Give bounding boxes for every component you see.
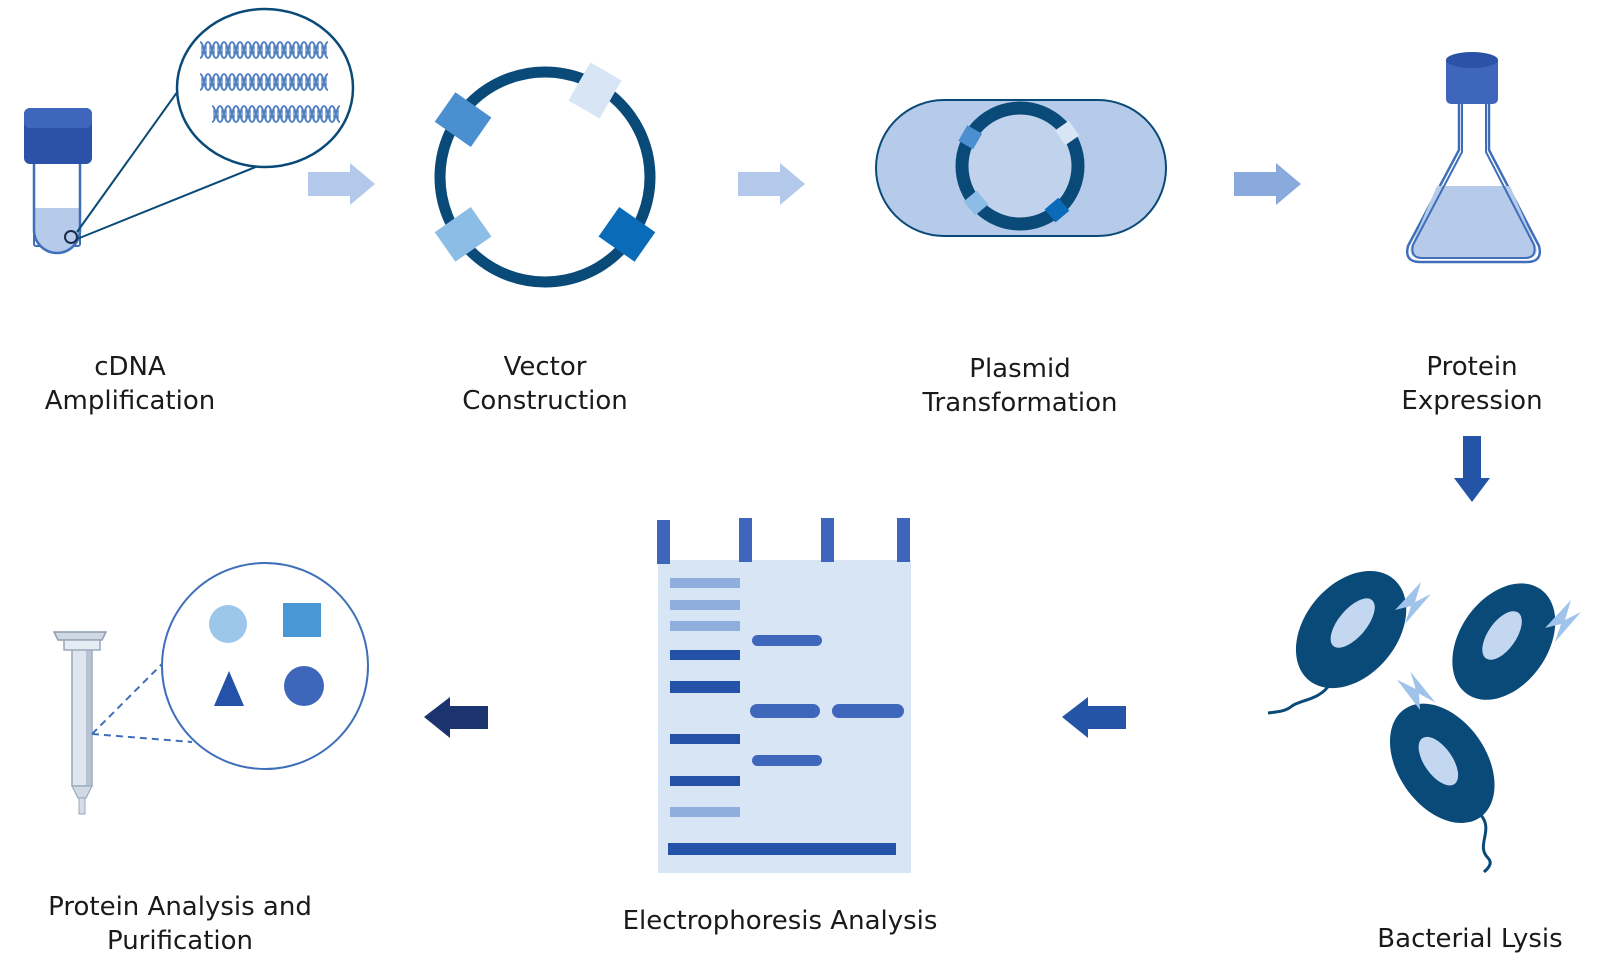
test-tube-icon — [24, 108, 92, 255]
gel-electrophoresis-icon — [657, 518, 911, 873]
arrow-left-icon — [424, 697, 488, 738]
zoom-line-bottom — [76, 161, 269, 240]
plasmid-vector-icon — [434, 62, 656, 288]
spin-column-icon — [52, 631, 108, 815]
step-label-vector-construction: Vector Construction — [435, 350, 655, 418]
flask-icon — [1406, 52, 1541, 264]
protein-shapes-icon — [161, 562, 369, 770]
step-label-bacterial-lysis: Bacterial Lysis — [1350, 922, 1590, 956]
step-label-line: Expression — [1401, 386, 1543, 416]
arrow-right-icon — [738, 163, 805, 205]
bacterium-plasmid-icon — [875, 99, 1167, 237]
step-label-line: Transformation — [922, 388, 1118, 418]
step-label-cdna-amplification: cDNA Amplification — [30, 350, 230, 418]
step-label-protein-expression: Protein Expression — [1362, 350, 1582, 418]
arrow-left-icon — [1062, 697, 1126, 738]
step-label-line: Protein — [1426, 352, 1518, 382]
arrow-right-icon — [1234, 163, 1301, 205]
dna-strands-icon — [175, 7, 355, 169]
arrow-down-icon — [1454, 436, 1490, 502]
step-label-line: Electrophoresis Analysis — [622, 906, 938, 936]
step-label-plasmid-transformation: Plasmid Transformation — [900, 352, 1140, 420]
step-label-protein-analysis-purification: Protein Analysis and Purification — [20, 890, 340, 958]
step-label-line: Construction — [462, 386, 628, 416]
zoom-line-top — [91, 663, 163, 735]
step-label-line: Purification — [106, 926, 254, 956]
step-label-line: cDNA — [94, 352, 166, 382]
step-label-line: Vector — [503, 352, 587, 382]
step-label-line: Plasmid — [969, 354, 1071, 384]
arrow-right-icon — [308, 163, 375, 205]
zoom-line-bottom — [91, 733, 193, 743]
step-label-line: Bacterial Lysis — [1377, 924, 1563, 954]
step-label-electrophoresis-analysis: Electrophoresis Analysis — [600, 904, 960, 938]
step-label-line: Amplification — [44, 386, 216, 416]
bacteria-lysis-icon — [1267, 571, 1581, 874]
step-label-line: Protein Analysis and — [48, 892, 312, 922]
